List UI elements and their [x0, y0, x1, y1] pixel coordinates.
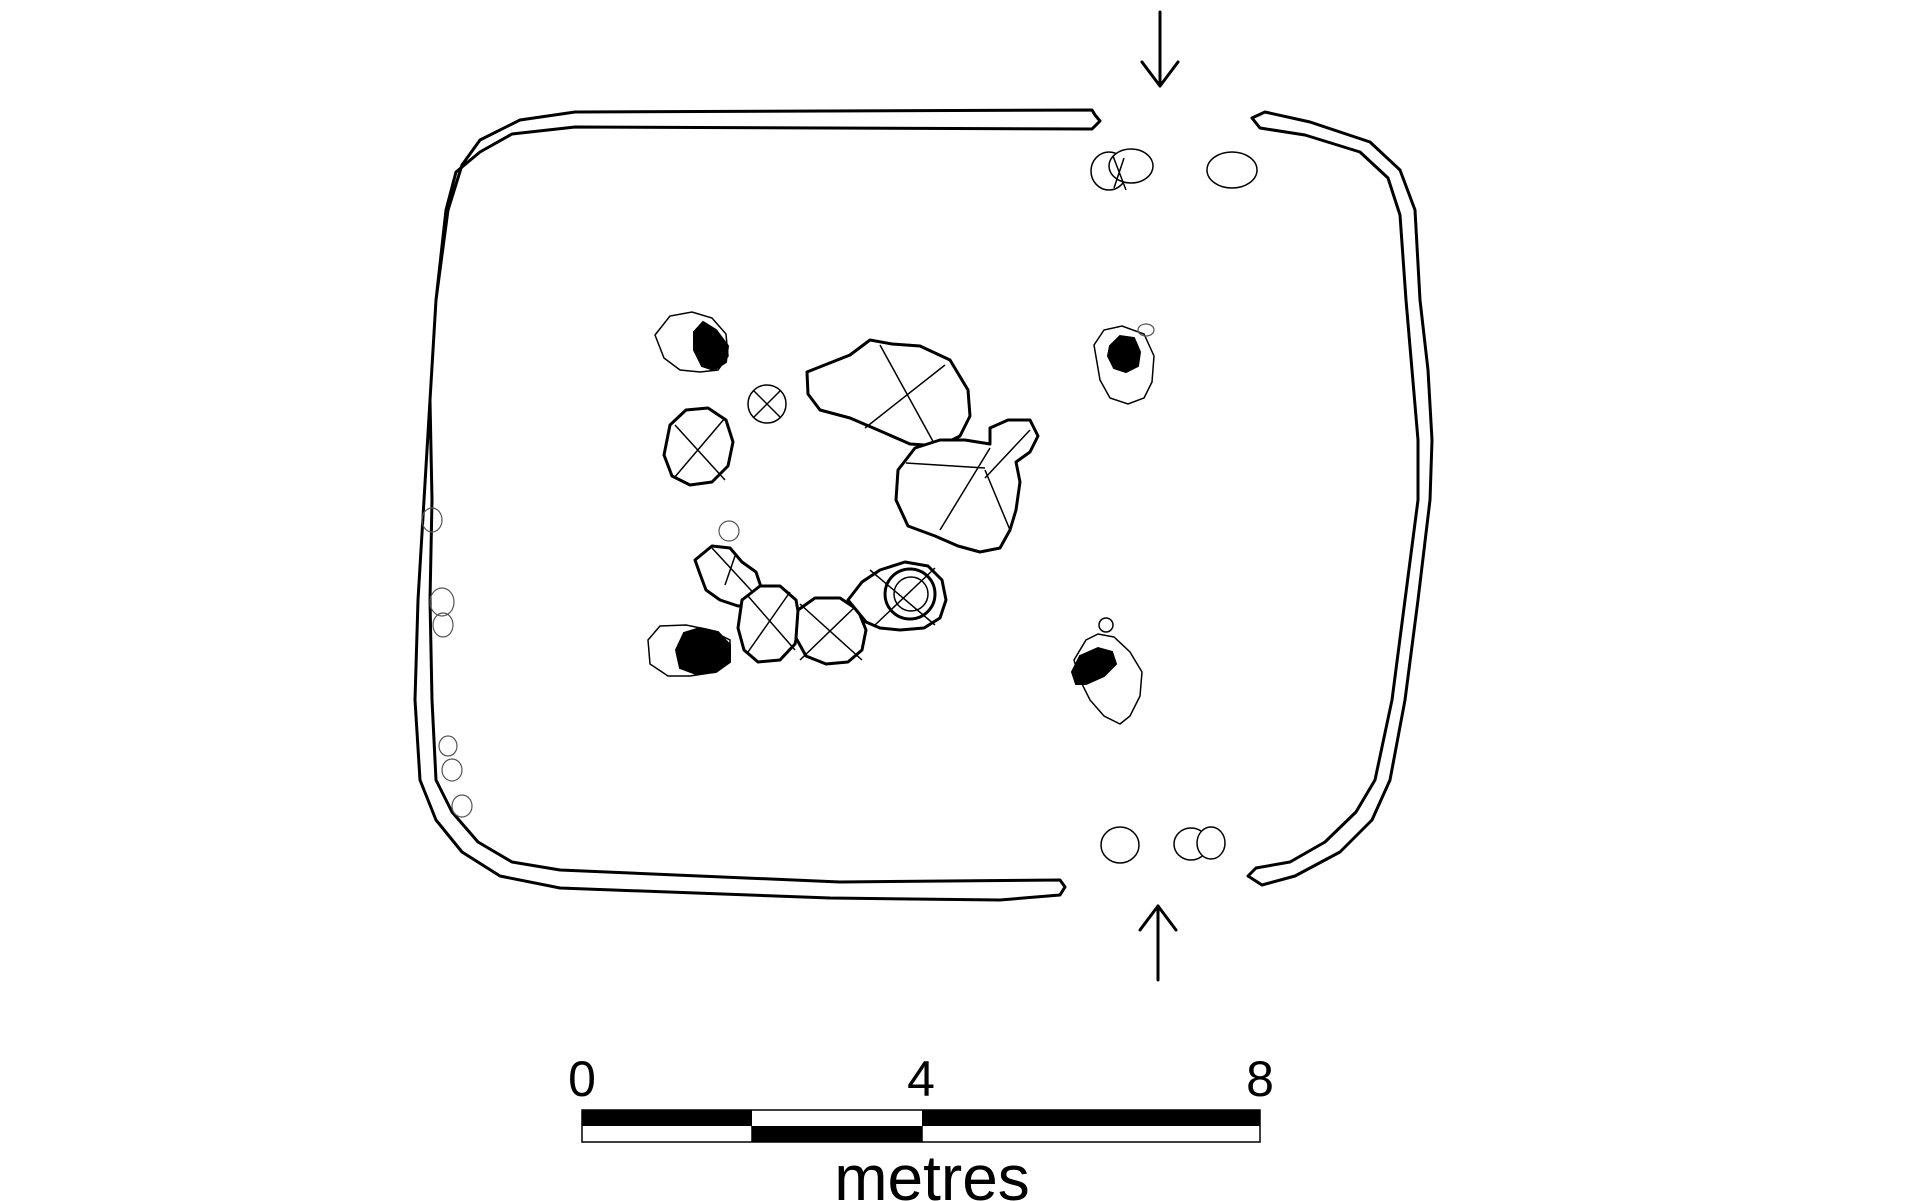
entrance-arrow-north — [1140, 10, 1180, 88]
enclosure-ditch-east — [1246, 110, 1434, 887]
posthole-ne — [1093, 323, 1155, 405]
hatched-pit-large-east — [894, 418, 1040, 554]
hatched-pit-arc — [693, 520, 948, 666]
entrance-arrow-south — [1138, 904, 1178, 982]
posthole-sw — [647, 624, 731, 677]
entrance-pits-south — [1100, 826, 1226, 864]
scale-tick-0: 0 — [568, 1051, 596, 1107]
scale-tick-4: 4 — [907, 1051, 935, 1107]
scale-bar: 0 4 8 metres — [568, 1051, 1274, 1201]
enclosure-ditch-west — [413, 108, 1102, 902]
posthole-nw — [654, 311, 730, 373]
hatched-pit-small — [747, 384, 787, 424]
scale-tick-8: 8 — [1246, 1051, 1274, 1107]
scale-unit-label: metres — [834, 1142, 1030, 1201]
entrance-pits-north — [1090, 148, 1258, 191]
hatched-pit-west — [662, 406, 735, 487]
stakeholes-west — [421, 507, 473, 818]
hatched-pit-large-north — [805, 338, 972, 448]
posthole-se — [1070, 617, 1143, 725]
